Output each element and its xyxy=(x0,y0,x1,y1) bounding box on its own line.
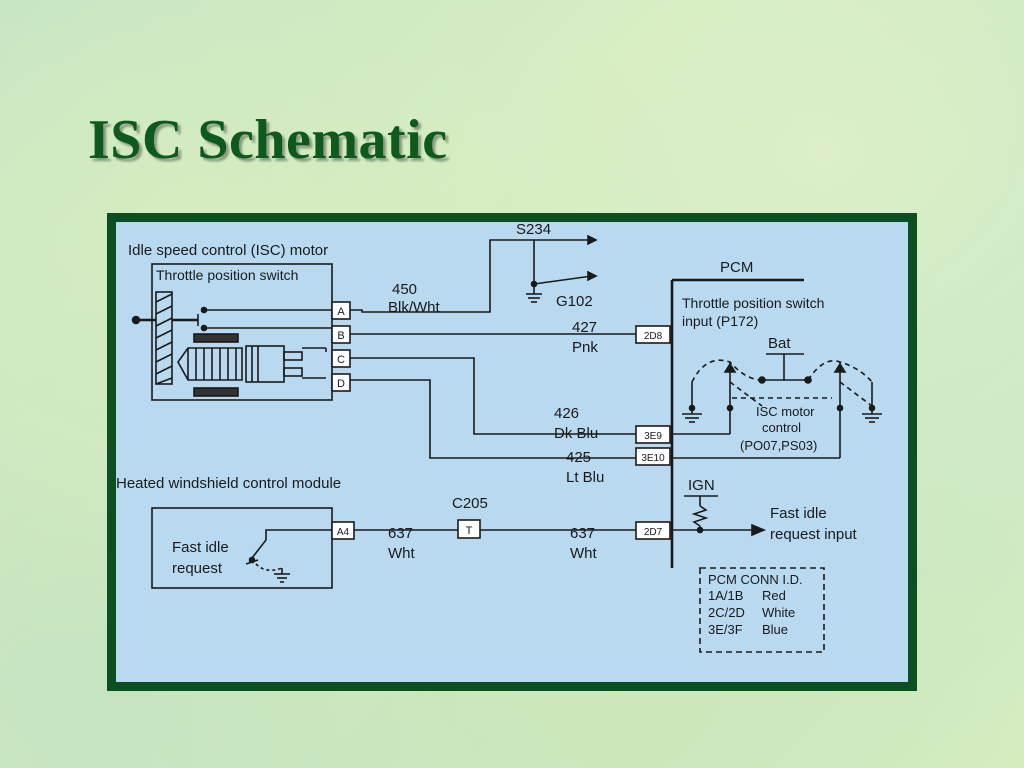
conn-id-title: PCM CONN I.D. xyxy=(708,572,803,587)
isc-ctrl-line1: ISC motor xyxy=(756,404,815,419)
wire-425 xyxy=(350,379,636,459)
conn-3e10: 3E10 xyxy=(635,447,671,466)
conn-3e9: 3E9 xyxy=(635,425,671,444)
plunger-rod xyxy=(131,315,198,325)
svg-text:2D8: 2D8 xyxy=(644,331,663,342)
svg-text:3E9: 3E9 xyxy=(644,431,662,442)
s234-label: S234 xyxy=(516,222,551,238)
conn-id-row1-color: Red xyxy=(762,588,786,603)
fast-idle-input-line2: request input xyxy=(770,526,858,543)
fast-idle-req-line1: Fast idle xyxy=(172,539,229,556)
pin-c: C xyxy=(331,349,351,368)
conn-id-legend xyxy=(699,567,825,653)
ign-label: IGN xyxy=(688,477,715,494)
ign-pullup xyxy=(670,495,767,537)
bat-label: Bat xyxy=(768,335,791,352)
pin-a: A xyxy=(331,301,351,320)
conn-id-row3-pins: 3E/3F xyxy=(708,622,743,637)
conn-id-row3-color: Blue xyxy=(762,622,788,637)
schematic-panel: Idle speed control (ISC) motor Throttle … xyxy=(116,222,908,682)
svg-text:C: C xyxy=(337,354,345,366)
wire-425-color: Lt Blu xyxy=(566,469,604,486)
hwcm-box xyxy=(151,507,333,589)
isc-ctrl-line2: control xyxy=(762,420,801,435)
tps-contacts xyxy=(197,306,338,332)
svg-text:D: D xyxy=(337,378,345,390)
schematic-frame: Idle speed control (ISC) motor Throttle … xyxy=(107,213,917,691)
svg-text:A4: A4 xyxy=(337,527,350,538)
pin-d: D xyxy=(331,373,351,392)
c205-connector: T xyxy=(457,519,481,539)
svg-text:B: B xyxy=(337,330,344,342)
conn-id-row2-color: White xyxy=(762,605,795,620)
svg-text:3E10: 3E10 xyxy=(641,453,665,464)
pin-a4: A4 xyxy=(331,521,355,540)
g102-label: G102 xyxy=(556,293,593,310)
tps-input-line1: Throttle position switch xyxy=(682,295,824,311)
hwcm-label: Heated windshield control module xyxy=(116,475,341,492)
pcm-label: PCM xyxy=(720,259,753,276)
wire-450-label: 450 xyxy=(392,281,417,298)
throttle-switch-label: Throttle position switch xyxy=(156,267,298,283)
wire-426-label: 426 xyxy=(554,405,579,422)
c205-label: C205 xyxy=(452,495,488,512)
wire-637-left-color: Wht xyxy=(388,545,416,562)
conn-2d7: 2D7 xyxy=(635,521,671,540)
wire-637-left-label: 637 xyxy=(388,525,413,542)
wire-637-right-label: 637 xyxy=(570,525,595,542)
isc-motor-control-circuit xyxy=(670,353,882,459)
wire-427-color: Pnk xyxy=(572,339,598,356)
isc-motor-label: Idle speed control (ISC) motor xyxy=(128,242,328,259)
conn-id-row1-pins: 1A/1B xyxy=(708,588,743,603)
pin-b: B xyxy=(331,325,351,344)
tps-input-line2: input (P172) xyxy=(682,313,758,329)
hatched-plate xyxy=(155,291,173,385)
conn-id-row2-pins: 2C/2D xyxy=(708,605,745,620)
svg-text:T: T xyxy=(466,525,473,537)
fast-idle-input-line1: Fast idle xyxy=(770,505,827,522)
slide-title: ISC Schematic xyxy=(88,109,448,171)
wire-426 xyxy=(350,357,636,435)
wire-425-label: 425 xyxy=(566,449,591,466)
fast-idle-req-line2: request xyxy=(172,560,223,577)
motor-body xyxy=(177,333,327,397)
wire-426-color: Dk Blu xyxy=(554,425,598,442)
isc-ctrl-line3: (PO07,PS03) xyxy=(740,438,817,453)
wire-450-color: Blk/Wht xyxy=(388,299,441,316)
wire-427-label: 427 xyxy=(572,319,597,336)
wire-450 xyxy=(350,234,598,313)
fast-idle-switch xyxy=(245,529,332,583)
pcm-bus xyxy=(670,278,804,568)
isc-schematic-diagram: Idle speed control (ISC) motor Throttle … xyxy=(116,222,882,653)
svg-text:2D7: 2D7 xyxy=(644,527,663,538)
wire-637-right-color: Wht xyxy=(570,545,598,562)
svg-text:A: A xyxy=(337,306,345,318)
conn-2d8: 2D8 xyxy=(635,325,671,344)
